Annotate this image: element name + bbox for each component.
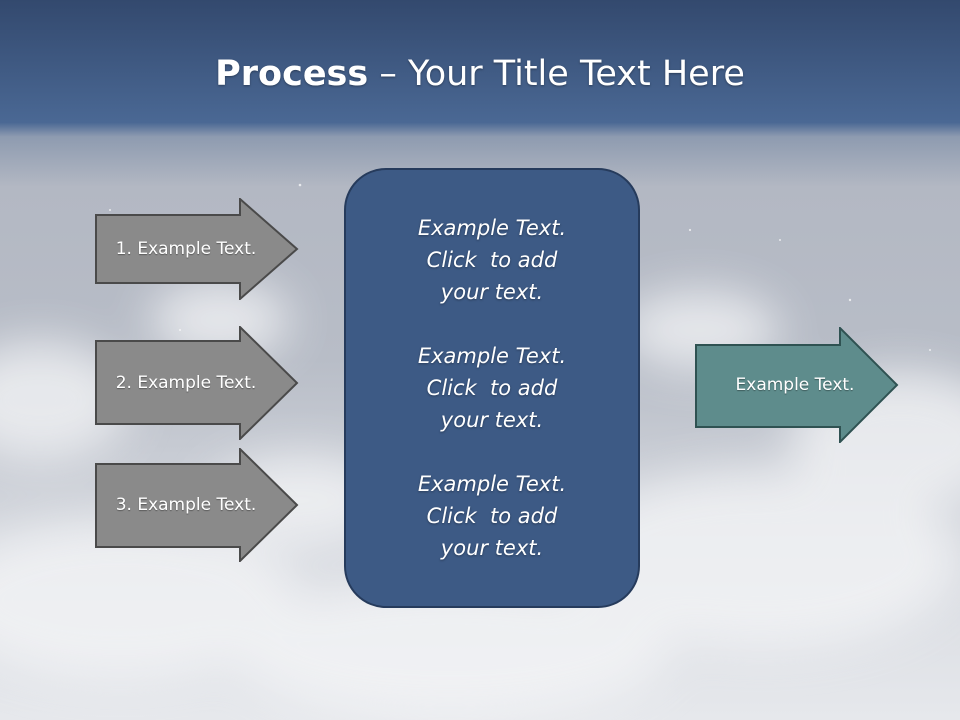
paragraph-line: your text. [440,280,544,304]
arrow-shape [695,327,899,443]
paragraph-line: Example Text. [417,216,567,240]
title-rest: – Your Title Text Here [368,54,745,94]
center-text-box[interactable]: Example Text. Click to add your text. Ex… [344,168,640,608]
paragraph-line: Example Text. [417,472,567,496]
paragraph-line: Click to add [426,504,558,528]
center-paragraph: Example Text. Click to add your text. [418,212,566,308]
center-paragraph: Example Text. Click to add your text. [418,340,566,436]
arrow-shape [95,198,299,300]
left-arrow-2[interactable]: 2. Example Text. [95,326,299,440]
left-arrow-1[interactable]: 1. Example Text. [95,198,299,300]
paragraph-line: Click to add [426,248,558,272]
right-arrow[interactable]: Example Text. [695,327,899,443]
arrow-shape [95,326,299,440]
paragraph-line: your text. [440,536,544,560]
center-paragraph: Example Text. Click to add your text. [418,468,566,564]
right-arrow-label: Example Text. [735,375,855,395]
arrow-shape [95,448,299,562]
paragraph-line: Click to add [426,376,558,400]
left-arrow-label: 3. Example Text. [115,495,257,515]
slide-title: Process – Your Title Text Here [0,52,960,96]
paragraph-line: Example Text. [417,344,567,368]
left-arrow-label: 2. Example Text. [115,372,257,393]
left-arrow-label: 1. Example Text. [115,239,257,259]
paragraph-line: your text. [440,408,544,432]
title-bold: Process [215,54,369,94]
left-arrow-3[interactable]: 3. Example Text. [95,448,299,562]
